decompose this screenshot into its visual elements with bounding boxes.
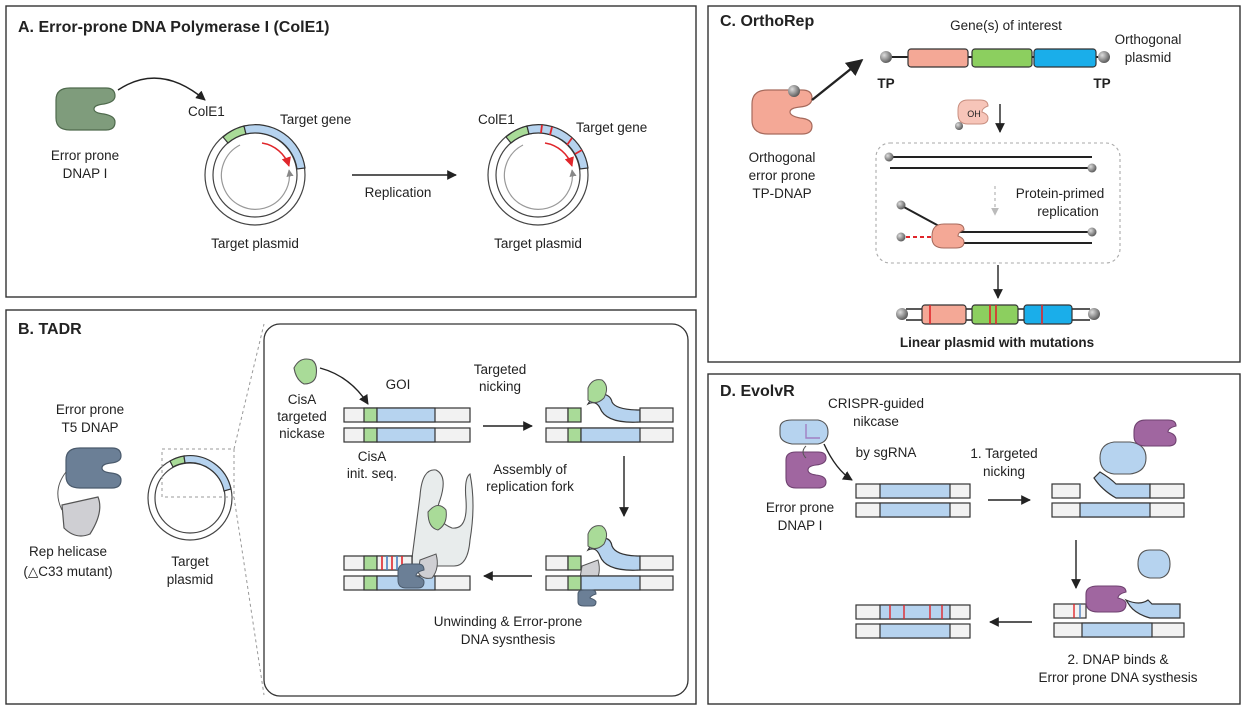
cisa-nickase-icon: [293, 358, 318, 385]
oh-label: OH: [967, 109, 981, 119]
cisa-label-1: CisA: [288, 392, 317, 407]
nickase-label-2: nikcase: [853, 414, 899, 429]
tp-label-right: TP: [1093, 76, 1110, 91]
replication-box: [875, 142, 1121, 264]
tp-dnap-small-icon: [957, 99, 989, 125]
cole1-label-right: ColE1: [478, 112, 515, 127]
zoom-detail-panel: [263, 323, 689, 697]
linear-plasmid-mutated: [896, 304, 1100, 325]
t5-label-1: Error prone: [56, 402, 124, 417]
tp-dnap-label-1: Orthogonal: [749, 150, 816, 165]
orthogonal-plasmid-label-1: Orthogonal: [1115, 32, 1182, 47]
panel-c: C. OrthoRep Gene(s) of interest Orthogon…: [707, 5, 1241, 363]
helicase-label-1: Rep helicase: [29, 544, 107, 559]
dnap-label-2: DNAP I: [778, 518, 823, 533]
dna-d-step4: [855, 604, 971, 639]
plasmid-label-1: Target: [171, 554, 209, 569]
rep-helicase-icon: [61, 496, 101, 537]
orthogonal-plasmid: [880, 48, 1110, 68]
dna-step3: [545, 525, 674, 607]
cisa-seq-label-1: CisA: [358, 449, 387, 464]
enzyme-label-2: DNAP I: [63, 166, 108, 181]
unwind-label-2: DNA sysnthesis: [461, 632, 556, 647]
fork-label-2: replication fork: [486, 479, 574, 494]
cisa-label-3: nickase: [279, 426, 325, 441]
panel-b-title: B. TADR: [18, 321, 82, 338]
replication-label: Replication: [365, 185, 432, 200]
target-gene-label-right: Target gene: [576, 120, 647, 135]
fork-label-1: Assembly of: [493, 462, 567, 477]
step1-label-2: nicking: [983, 464, 1025, 479]
step2-label-2: Error prone DNA systhesis: [1038, 670, 1197, 685]
nicking-label-2: nicking: [479, 379, 521, 394]
zoom-box: [161, 448, 235, 498]
target-plasmid-left: [204, 124, 306, 226]
dna-d-step3: [1053, 549, 1185, 638]
panel-b: B. TADR Error prone T5 DNAP Rep helicase…: [5, 309, 697, 705]
dnap-label-1: Error prone: [766, 500, 834, 515]
panel-a: A. Error-prone DNA Polymerase I (ColE1) …: [5, 5, 697, 298]
target-plasmid-right: [487, 124, 589, 226]
target-gene-label-left: Target gene: [280, 112, 351, 127]
tp-dnap-icon: [751, 89, 813, 135]
dna-step4: [343, 469, 474, 591]
primed-label-2: replication: [1037, 204, 1099, 219]
cole1-label-left: ColE1: [188, 104, 225, 119]
dna-step1: [343, 407, 471, 443]
step2-label-1: 2. DNAP binds &: [1067, 652, 1168, 667]
nicking-label-1: Targeted: [474, 362, 527, 377]
genes-label: Gene(s) of interest: [950, 18, 1062, 33]
cisa-seq-label-2: init. seq.: [347, 466, 397, 481]
step1-label-1: 1. Targeted: [970, 446, 1037, 461]
enzyme-label-1: Error prone: [51, 148, 119, 163]
primed-label-1: Protein-primed: [1016, 186, 1105, 201]
plasmid-label-left: Target plasmid: [211, 236, 299, 251]
tp-label-left: TP: [877, 76, 894, 91]
orthogonal-plasmid-label-2: plasmid: [1125, 50, 1172, 65]
tadr-plasmid: [147, 454, 233, 541]
protein-primed-replication: [884, 152, 1097, 249]
binding-arrow: [117, 77, 206, 101]
dnap-i-icon: [55, 87, 116, 131]
tp-dnap-label-2: error prone: [749, 168, 816, 183]
nickase-label-1: CRISPR-guided: [828, 396, 924, 411]
plasmid-label-right: Target plasmid: [494, 236, 582, 251]
dna-d-step2: [1051, 419, 1185, 518]
panel-d: D. EvolvR CRISPR-guided nikcase by sgRNA…: [707, 373, 1241, 705]
cisa-label-2: targeted: [277, 409, 327, 424]
plasmid-label-2: plasmid: [167, 572, 214, 587]
t5-label-2: T5 DNAP: [61, 420, 118, 435]
dnap-purple-icon: [785, 451, 827, 489]
unwind-label-1: Unwinding & Error-prone: [434, 614, 583, 629]
t5-dnap-icon: [65, 447, 122, 489]
tp-dnap-label-3: TP-DNAP: [752, 186, 811, 201]
result-label: Linear plasmid with mutations: [900, 335, 1094, 350]
dna-d-step1: [855, 483, 971, 518]
panel-d-title: D. EvolvR: [720, 383, 795, 400]
helicase-label-2: (△C33 mutant): [23, 564, 112, 579]
sgrna-label: by sgRNA: [856, 445, 917, 460]
goi-label: GOI: [386, 377, 411, 392]
panel-c-title: C. OrthoRep: [720, 13, 814, 30]
crispr-nickase-icon: [779, 419, 829, 445]
panel-a-title: A. Error-prone DNA Polymerase I (ColE1): [18, 19, 329, 36]
dna-step2: [545, 379, 674, 443]
